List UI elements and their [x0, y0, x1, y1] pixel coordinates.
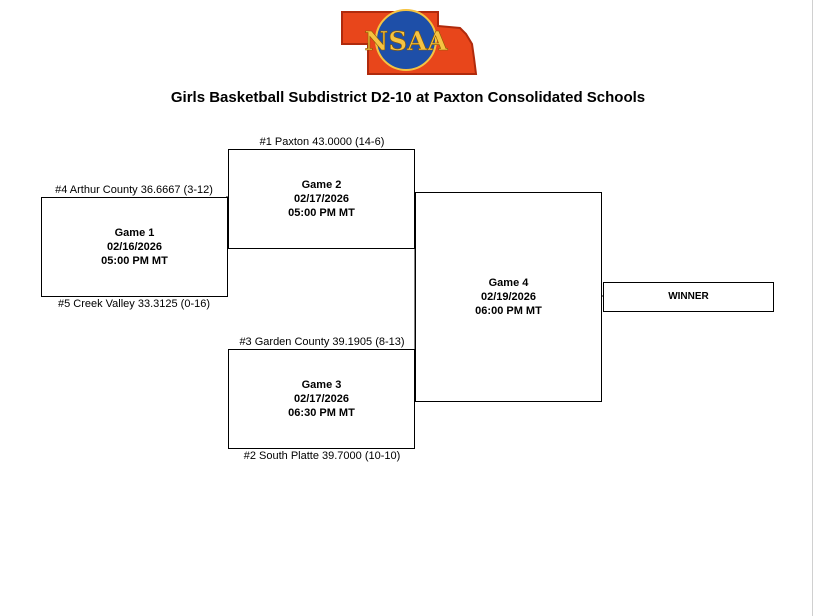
team-seed-5: #5 Creek Valley 33.3125 (0-16) — [57, 298, 211, 310]
game-label: Game 2 — [301, 179, 342, 191]
game-date: 02/17/2026 — [293, 393, 350, 405]
game-date: 02/16/2026 — [106, 241, 163, 253]
game-1-box: Game 1 02/16/2026 05:00 PM MT — [41, 197, 228, 297]
page-title: Girls Basketball Subdistrict D2-10 at Pa… — [170, 89, 646, 106]
game-2-box: Game 2 02/17/2026 05:00 PM MT — [228, 149, 415, 249]
game-date: 02/19/2026 — [480, 291, 537, 303]
logo-badge — [375, 9, 437, 71]
game-date: 02/17/2026 — [293, 193, 350, 205]
team-seed-1: #1 Paxton 43.0000 (14-6) — [259, 136, 385, 148]
game-label: Game 1 — [114, 227, 155, 239]
game-time: 06:00 PM MT — [475, 305, 542, 317]
logo-letters: NSAA — [365, 27, 449, 57]
game-time: 05:00 PM MT — [288, 207, 355, 219]
game-3-box: Game 3 02/17/2026 06:30 PM MT — [228, 349, 415, 449]
game-label: Game 3 — [301, 379, 342, 391]
game-4-box: Game 4 02/19/2026 06:00 PM MT — [415, 192, 602, 402]
game-time: 05:00 PM MT — [101, 255, 168, 267]
nsaa-logo: NSAA — [341, 9, 478, 75]
winner-box: WINNER — [603, 282, 774, 312]
game-label: Game 4 — [488, 277, 529, 289]
team-seed-4: #4 Arthur County 36.6667 (3-12) — [55, 184, 213, 196]
team-seed-3: #3 Garden County 39.1905 (8-13) — [239, 336, 405, 348]
winner-label: WINNER — [668, 291, 709, 302]
team-seed-2: #2 South Platte 39.7000 (10-10) — [243, 450, 401, 462]
game-time: 06:30 PM MT — [288, 407, 355, 419]
